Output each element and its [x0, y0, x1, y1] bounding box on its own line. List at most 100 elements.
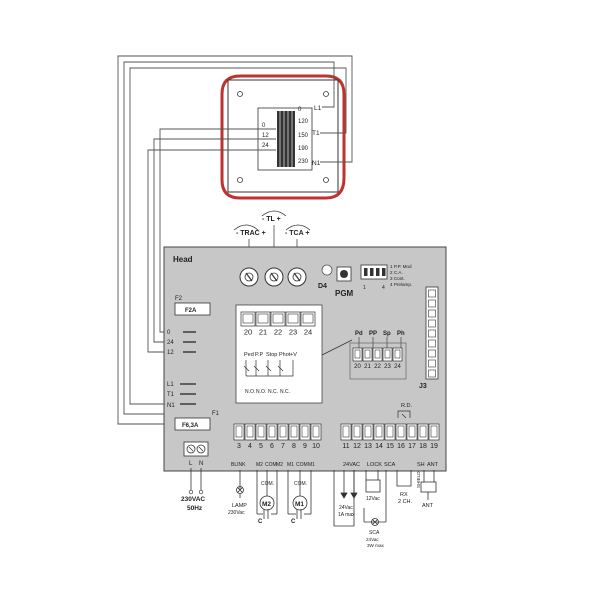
trimmer-tl-label: - TL +	[262, 216, 281, 223]
power-terminal-label: L	[189, 461, 193, 467]
input-short-label: Ph	[397, 331, 405, 337]
terminal-screw[interactable]	[240, 311, 256, 327]
pgm-label: PGM	[335, 289, 354, 298]
terminal-screw[interactable]	[392, 347, 403, 362]
mount-hole	[237, 177, 243, 183]
terminal-number: 5	[259, 443, 263, 450]
dip-function: 4 Prelamp.	[390, 282, 412, 287]
contact-type-label: N.O.	[245, 389, 255, 395]
terminal-screw[interactable]	[362, 423, 374, 441]
contact-type-label: N.O.	[256, 389, 266, 395]
sca-max: 3W max	[367, 543, 385, 548]
terminal-number: 10	[312, 443, 320, 450]
terminal-screw[interactable]	[373, 423, 385, 441]
terminal-screw[interactable]	[395, 423, 407, 441]
terminal-screw[interactable]	[300, 311, 316, 327]
terminal-screw[interactable]	[233, 423, 245, 441]
tx-line-label: L1	[314, 105, 322, 112]
dip-lever[interactable]	[376, 268, 380, 276]
terminal-screw[interactable]	[285, 311, 301, 327]
terminal-screw[interactable]	[244, 423, 256, 441]
aux-label: SCA	[384, 462, 396, 468]
input-label: 0	[167, 330, 171, 336]
dip-lever[interactable]	[382, 268, 386, 276]
lock-symbol	[365, 479, 381, 493]
shield-label: SHIELD	[416, 471, 421, 488]
terminal-screw[interactable]	[266, 423, 278, 441]
secondary-inputs: 0 24 12	[167, 330, 196, 356]
motor-terminal-label: M1	[308, 462, 315, 468]
terminal-screw[interactable]	[255, 311, 271, 327]
terminal-screw[interactable]	[270, 311, 286, 327]
terminal-number: 22	[374, 364, 381, 370]
dip-lever[interactable]	[370, 268, 374, 276]
input-short-label: Sp	[383, 331, 391, 337]
terminal-number: 21	[259, 328, 267, 337]
j3-label: J3	[419, 383, 427, 390]
rx-channels: 2 CH.	[398, 499, 413, 505]
dip-function: 1 P.P. Mod	[390, 264, 412, 269]
sca-label: SCA	[369, 530, 380, 536]
terminal-screw[interactable]	[299, 423, 311, 441]
j3-pin	[428, 339, 436, 348]
dip-lever[interactable]	[364, 268, 368, 276]
terminal-number: 19	[430, 443, 438, 450]
lamp-symbol	[236, 486, 244, 494]
sh-label: SH	[417, 462, 425, 468]
dip-number: 4	[382, 285, 385, 291]
contact-type-label: N.C.	[280, 389, 290, 395]
capacitor-label: C	[258, 519, 263, 525]
motor-m2-symbol	[259, 495, 275, 511]
terminal-screw[interactable]	[352, 347, 363, 362]
terminal-screw[interactable]	[288, 423, 300, 441]
motor-terminal-label: BLINK	[231, 462, 246, 468]
transformer-highlight	[220, 74, 346, 200]
terminal-screw[interactable]	[382, 347, 393, 362]
sca-voltage: 24Vac	[366, 537, 379, 542]
dip-function: 3 Cont.	[390, 276, 405, 281]
ac24-max: 1A max	[338, 512, 355, 518]
trimmer-tca-label: - TCA +	[285, 230, 309, 237]
terminal-number: 22	[274, 328, 282, 337]
lamp-label: LAMP	[232, 503, 247, 509]
terminal-screw[interactable]	[310, 423, 322, 441]
ac24-label: 24Vac	[339, 505, 353, 511]
j3-pin	[428, 319, 436, 328]
tx-secondary-label: 12	[262, 133, 269, 139]
terminal-number: 4	[248, 443, 252, 450]
terminal-screw[interactable]	[417, 423, 429, 441]
f1-value: F6,3A	[182, 423, 199, 429]
terminal-screw[interactable]	[255, 423, 267, 441]
terminal-screw[interactable]	[428, 423, 440, 441]
input-function-label: +V	[290, 352, 297, 358]
rx-label: RX	[400, 492, 408, 498]
contact-type-label: N.C.	[268, 389, 278, 395]
motor-terminal-label: M2	[256, 462, 263, 468]
tx-primary-label: 0	[298, 107, 302, 113]
lamp-voltage: 230Vac	[228, 510, 245, 516]
input-function-label: P.P	[255, 352, 263, 358]
com-label: COM.	[294, 481, 307, 487]
mount-hole	[323, 91, 329, 97]
terminal-number: 8	[292, 443, 296, 450]
line-label: N1	[167, 403, 175, 409]
terminal-screw[interactable]	[372, 347, 383, 362]
motor-terminal-label: COM	[265, 462, 277, 468]
terminal-screw[interactable]	[406, 423, 418, 441]
terminal-screw[interactable]	[362, 347, 373, 362]
line-label: T1	[167, 392, 175, 398]
j3-pin	[428, 299, 436, 308]
terminal-screw[interactable]	[340, 423, 352, 441]
terminal-screw[interactable]	[351, 423, 363, 441]
terminal-screw[interactable]	[277, 423, 289, 441]
f2-fuse	[174, 302, 211, 316]
antenna-label: ANT	[422, 503, 434, 509]
terminal-screw[interactable]	[384, 423, 396, 441]
line-label: L1	[167, 382, 174, 388]
trimmer-knobs[interactable]	[239, 267, 307, 287]
